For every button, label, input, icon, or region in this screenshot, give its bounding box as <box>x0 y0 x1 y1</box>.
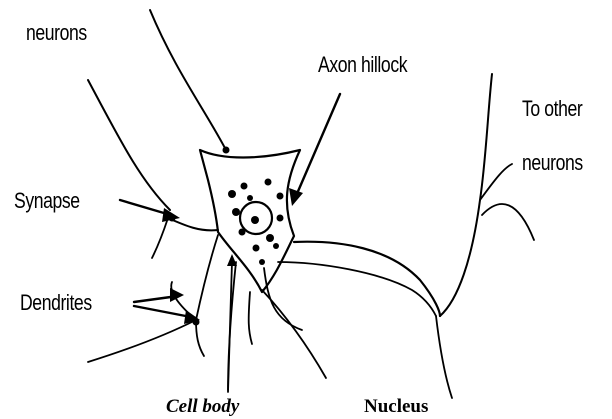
label-nucleus: Nucleus <box>364 396 428 418</box>
label-dendrites: Dendrites <box>20 290 92 316</box>
label-to-other: To other <box>522 96 582 122</box>
axon-hillock-arrow <box>296 94 340 196</box>
lower-fiber-4 <box>249 292 252 344</box>
dendrite-3 <box>196 235 218 320</box>
dendrite-2 <box>152 218 168 258</box>
label-cell-body: Cell body <box>166 396 239 418</box>
incoming-fiber-top <box>150 10 226 150</box>
axon-branch-mid <box>480 164 512 200</box>
axon-branch-down <box>436 316 452 398</box>
granule <box>266 234 274 242</box>
label-axon-hillock: Axon hillock <box>318 52 407 78</box>
label-neurons-right: neurons <box>522 150 583 176</box>
label-neurons-top: neurons <box>26 20 87 46</box>
cell-body-outline <box>200 150 300 292</box>
axon-lower <box>278 262 436 316</box>
dendrite-1 <box>168 218 218 230</box>
nucleolus <box>251 216 259 224</box>
granule <box>277 215 284 222</box>
granule <box>253 245 260 252</box>
granule <box>247 195 253 201</box>
cell-body-pointer <box>228 262 232 392</box>
axon-branch-low <box>482 204 534 240</box>
granule <box>241 183 248 190</box>
granule <box>228 190 236 198</box>
dendrite-6 <box>88 320 196 362</box>
synapse-bulb <box>169 215 176 222</box>
axon <box>294 242 440 316</box>
granule <box>259 259 265 265</box>
granule <box>223 147 230 154</box>
dendrite-5 <box>196 320 204 356</box>
granule <box>265 179 272 186</box>
granule <box>277 193 284 200</box>
granule <box>273 243 279 249</box>
incoming-fiber-left <box>88 80 170 210</box>
granule <box>239 229 246 236</box>
synapse-bulb <box>193 319 200 326</box>
granule <box>232 208 240 216</box>
label-synapse: Synapse <box>14 188 80 214</box>
axon-hillock-arrowhead <box>289 188 303 206</box>
